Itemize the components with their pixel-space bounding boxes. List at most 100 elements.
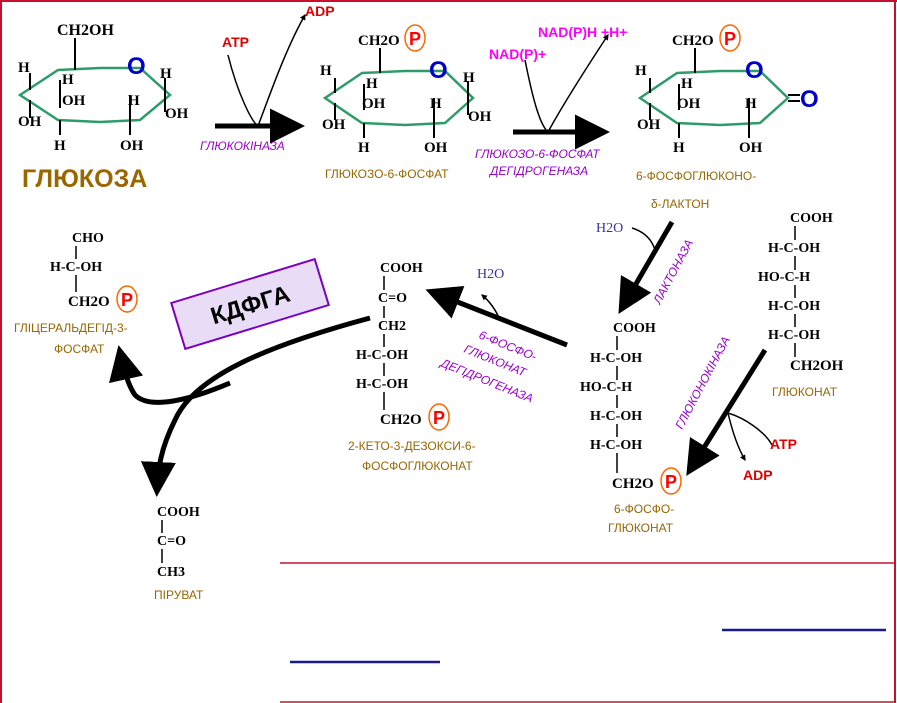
g6p-h: H bbox=[320, 63, 332, 79]
dehydratase-step: H2O 6-ФОСФО- ГЛЮКОНАТ ДЕГІДРОГЕНАЗА bbox=[425, 267, 568, 406]
gap-ch2o: CH2O bbox=[68, 294, 110, 310]
g6p-oh: OH bbox=[424, 140, 448, 156]
phosphogluconate-name-line1: 6-ФОСФО- bbox=[614, 502, 674, 516]
glucose-structure: CH2OH O H H H OH H OH OH H OH bbox=[17, 22, 189, 154]
kdpga-enzyme-box: КДФГА bbox=[170, 257, 330, 351]
nadph-label: NAD(P)H +H+ bbox=[538, 24, 627, 40]
phosphogluconate-line: COOH bbox=[613, 321, 656, 336]
gap-structure: CHO H-C-OH CH2O P bbox=[50, 231, 138, 313]
lactone-structure: CH2O P O O H H OH H OH H OH bbox=[635, 24, 819, 156]
g6pdh-label-line2: ДЕГІДРОГЕНАЗА bbox=[488, 164, 588, 178]
lactone-oh: OH bbox=[677, 96, 701, 112]
g6p-h: H bbox=[430, 96, 442, 112]
gluconate-line: CH2OH bbox=[790, 358, 844, 374]
phosphogluconate-line: H-C-OH bbox=[590, 351, 642, 366]
g6p-h: H bbox=[463, 70, 475, 86]
glucose-oh: OH bbox=[165, 106, 189, 122]
glucokinase-label: ГЛЮКОКІНАЗА bbox=[200, 139, 285, 153]
kdpg-name-line1: 2-КЕТО-3-ДЕЗОКСИ-6- bbox=[348, 439, 476, 453]
lactone-phosphate-circle bbox=[719, 24, 741, 52]
lactone-h: H bbox=[745, 96, 757, 112]
lactone-name-line1: 6-ФОСФОГЛЮКОНО- bbox=[636, 169, 756, 183]
g6p-ring bbox=[322, 69, 475, 127]
glucose-ring-oxygen: O bbox=[127, 53, 146, 80]
glucose-h: H bbox=[62, 72, 74, 88]
pyruvate-name: ПІРУВАТ bbox=[154, 588, 204, 602]
kdpg-line: H-C-OH bbox=[356, 377, 408, 392]
phosphogluconate-ch2o: CH2O bbox=[612, 476, 654, 492]
g6p-phosphate-circle bbox=[404, 24, 426, 52]
lactone-phosphate: P bbox=[724, 29, 736, 49]
pyruvate-structure: COOH C=O CH3 bbox=[157, 505, 200, 580]
gluconate-line: H-C-OH bbox=[768, 241, 820, 256]
gluconokinase-step: ГЛЮКОНОКІНАЗА ATP ADP bbox=[672, 334, 797, 483]
glucose-h: H bbox=[128, 93, 140, 109]
glucose-ch2oh: CH2OH bbox=[57, 22, 114, 39]
gluconate-line: H-C-OH bbox=[768, 328, 820, 343]
g6p-h: H bbox=[358, 140, 370, 156]
blank-underlines bbox=[290, 628, 886, 664]
glucose-h: H bbox=[160, 66, 172, 82]
lactone-h: H bbox=[681, 76, 693, 92]
kdpg-line: COOH bbox=[380, 261, 423, 276]
g6p-phosphate: P bbox=[409, 29, 421, 49]
gluconokinase-atp: ATP bbox=[770, 436, 797, 452]
glucose-oh: OH bbox=[120, 138, 144, 154]
g6p-name: ГЛЮКОЗО-6-ФОСФАТ bbox=[325, 167, 449, 181]
pyruvate-line: COOH bbox=[157, 505, 200, 520]
g6p-oh: OH bbox=[362, 96, 386, 112]
phosphogluconate-line: H-C-OH bbox=[590, 409, 642, 424]
cleavage-arrows bbox=[108, 315, 371, 497]
lactone-ring bbox=[637, 69, 790, 127]
kdpg-line: H-C-OH bbox=[356, 348, 408, 363]
gap-phosphate: P bbox=[121, 290, 133, 310]
glucokinase-step: ATP ADP ГЛЮКОКІНАЗА bbox=[200, 3, 335, 153]
kdpg-ch2o: CH2O bbox=[380, 412, 422, 428]
glucose-name: ГЛЮКОЗА bbox=[22, 165, 147, 193]
kdpg-name-line2: ФОСФОГЛЮКОНАТ bbox=[362, 459, 473, 473]
lactone-carbonyl-oxygen: O bbox=[800, 86, 819, 113]
nadp-label: NAD(P)+ bbox=[489, 46, 546, 62]
phosphogluconate-name-line2: ГЛЮКОНАТ bbox=[608, 521, 674, 535]
gap-name-line1: ГЛІЦЕРАЛЬДЕГІД-3- bbox=[14, 321, 128, 335]
gluconate-line: H-C-OH bbox=[768, 299, 820, 314]
g6p-structure: CH2O P O H H H OH H OH OH H OH bbox=[320, 24, 492, 156]
lactone-name-line2: δ-ЛАКТОН bbox=[651, 197, 709, 211]
glucose-ring bbox=[17, 66, 172, 124]
lactone-h: H bbox=[635, 63, 647, 79]
lactone-ring-oxygen: O bbox=[745, 57, 764, 84]
lactone-ch2o: CH2O bbox=[672, 33, 714, 49]
gluconate-structure: COOH H-C-OH HO-C-H H-C-OH H-C-OH CH2OH bbox=[758, 211, 844, 374]
g6p-ring-oxygen: O bbox=[429, 57, 448, 84]
kdpg-phosphate-circle bbox=[428, 403, 450, 431]
phosphogluconate-line: HO-C-H bbox=[580, 380, 632, 395]
lactonase-step: H2O ЛАКТОНАЗА bbox=[596, 220, 696, 315]
phosphogluconate-structure: COOH H-C-OH HO-C-H H-C-OH H-C-OH CH2O P bbox=[580, 321, 682, 495]
adp-label: ADP bbox=[305, 3, 335, 19]
gap-line: CHO bbox=[72, 231, 104, 246]
gluconokinase-adp: ADP bbox=[743, 467, 773, 483]
g6p-h: H bbox=[366, 76, 378, 92]
phosphogluconate-line: H-C-OH bbox=[590, 438, 642, 453]
g6p-ch2o: CH2O bbox=[358, 33, 400, 49]
g6pdh-label-line1: ГЛЮКОЗО-6-ФОСФАТ bbox=[475, 147, 601, 161]
atp-label: ATP bbox=[222, 34, 249, 50]
gap-name-line2: ФОСФАТ bbox=[54, 342, 105, 356]
kdpg-line: C=O bbox=[378, 291, 407, 306]
dehydratase-water: H2O bbox=[477, 267, 504, 282]
gap-line: H-C-OH bbox=[50, 260, 102, 275]
kdpg-phosphate: P bbox=[433, 408, 445, 428]
glucose-oh: OH bbox=[18, 114, 42, 130]
pyruvate-line: CH3 bbox=[157, 565, 185, 580]
g6p-oh: OH bbox=[468, 109, 492, 125]
kdpga-box bbox=[170, 257, 330, 351]
phosphogluconate-phosphate-circle bbox=[660, 467, 682, 495]
g6pdh-step: NAD(P)H +H+ NAD(P)+ ГЛЮКОЗО-6-ФОСФАТ ДЕГ… bbox=[475, 24, 627, 178]
g6p-oh: OH bbox=[322, 117, 346, 133]
phosphogluconate-phosphate: P bbox=[665, 472, 677, 492]
lactonase-water: H2O bbox=[596, 221, 623, 236]
lactone-oh: OH bbox=[739, 140, 763, 156]
glucose-oh: OH bbox=[62, 93, 86, 109]
